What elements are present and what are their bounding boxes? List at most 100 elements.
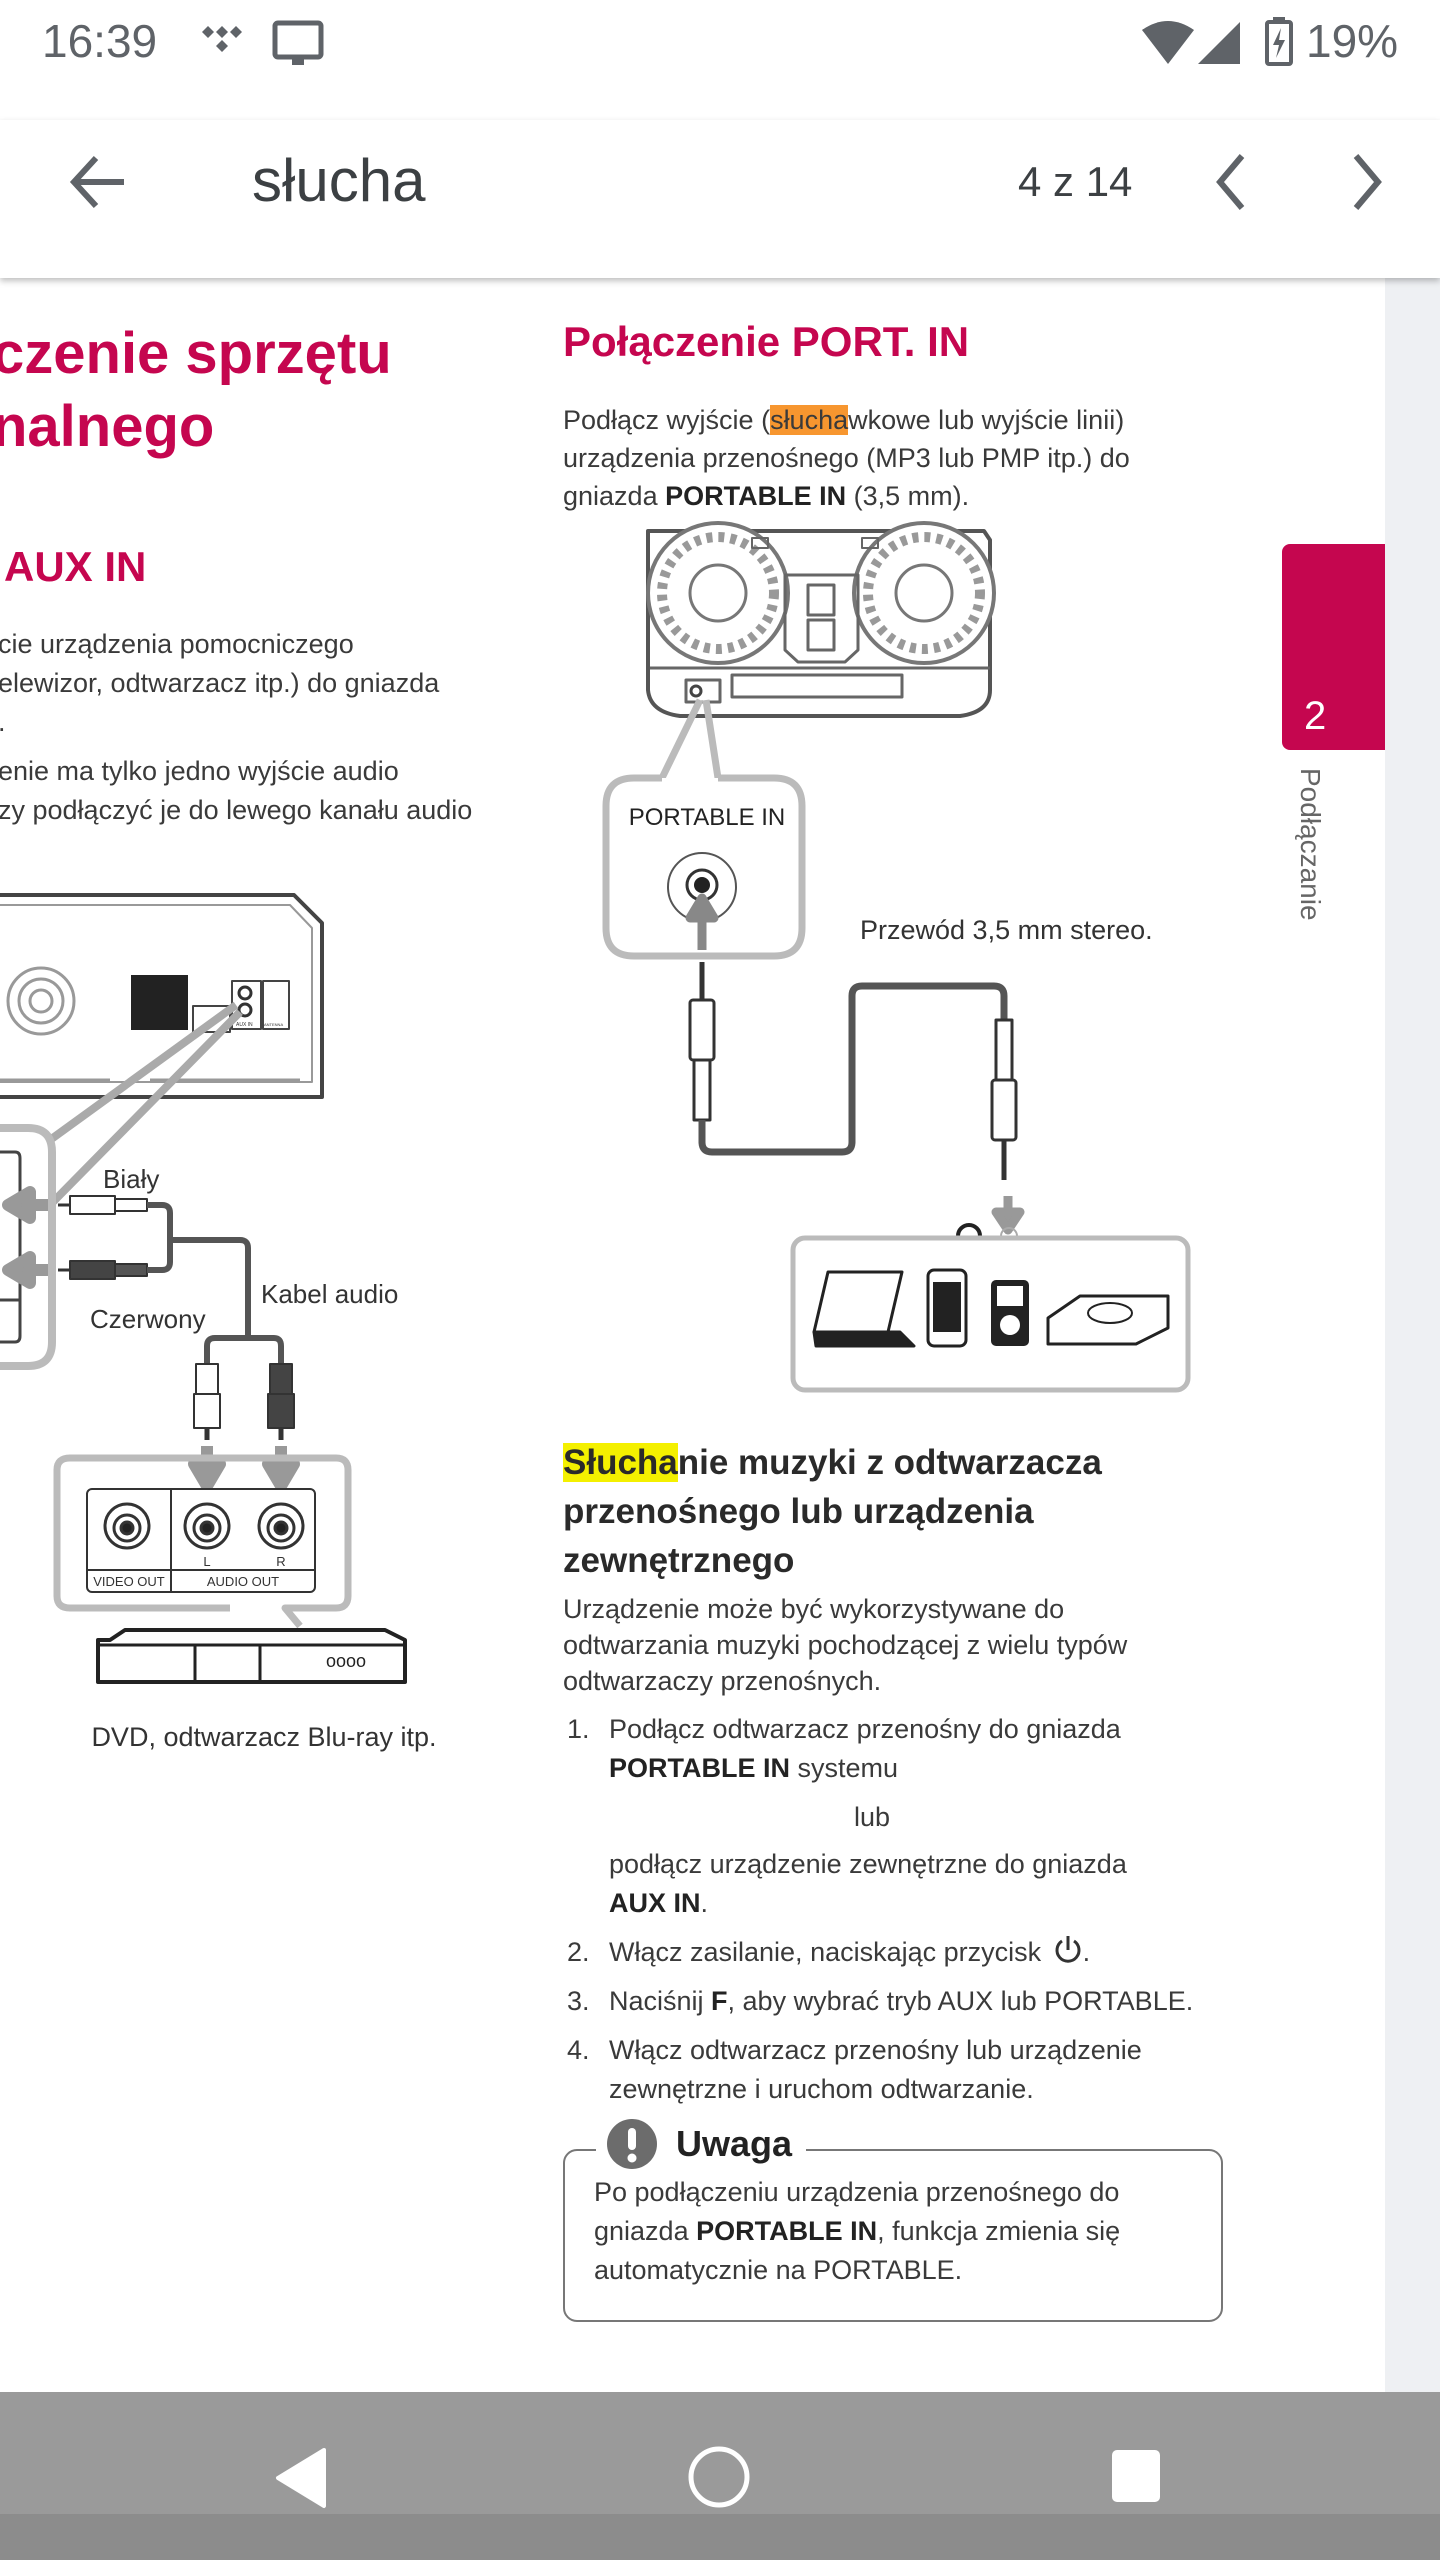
text-line: zewnętrznego (563, 1541, 795, 1580)
aux-callout-box (0, 1124, 56, 1370)
portable-dvd-icon (1046, 1294, 1170, 1346)
nav-recents-icon[interactable] (1108, 2448, 1164, 2504)
chevron-right-icon[interactable] (1346, 152, 1390, 212)
dvd-player-icon (96, 1628, 407, 1684)
left-heading-line2: nalnego (0, 394, 215, 459)
text-line: zy podłączyć je do lewego kanału audio (0, 795, 473, 825)
text: Naciśnij (609, 1986, 712, 2016)
right-paragraph: Podłącz wyjście (słuchawkowe lub wyjście… (563, 401, 1130, 515)
white-label: Biały (103, 1164, 159, 1194)
text: gniazda (594, 2216, 697, 2246)
stereo-cable (698, 982, 1008, 1156)
text-line: odtwarzania muzyki pochodzącej z wielu t… (563, 1630, 1128, 1660)
antenna-label: ANTENNA (264, 1022, 283, 1027)
arrow-down-icon (188, 1446, 226, 1492)
portable-in-diagram: PORTABLE IN Przewód 3,5 mm (602, 521, 1191, 1393)
portable-in-label: PORTABLE IN (629, 804, 786, 831)
left-subheading: AUX IN (4, 543, 147, 590)
arrow-down-icon (262, 1446, 300, 1492)
section-intro: Urządzenie może być wykorzystywane do od… (563, 1591, 1127, 1699)
list-item: 3. Naciśnij F, aby wybrać tryb AUX lub P… (563, 1982, 1223, 2021)
text: (3,5 mm). (846, 481, 970, 511)
match-counter: 4 z 14 (1018, 158, 1133, 205)
chapter-tab: 2 (1282, 544, 1385, 750)
dvd-caption: DVD, odtwarzacz Blu-ray itp. (91, 1722, 436, 1752)
text-line: lub (854, 1802, 891, 1832)
find-in-page-toolbar: słucha 4 z 14 (0, 120, 1440, 278)
jack-plug-icon (994, 1018, 1014, 1082)
text-line: Po podłączeniu urządzenia przenośnego do (594, 2177, 1120, 2207)
dvd-callout-box (53, 1454, 352, 1629)
cast-icon (272, 20, 324, 65)
navbar-lower (0, 2514, 1440, 2560)
red-rca-plug (69, 1260, 116, 1280)
text: wkowe lub wyjście linii) (848, 405, 1125, 435)
jack-plug-icon (688, 998, 716, 1062)
audio-cable (147, 1202, 284, 1364)
video-out-label: VIDEO OUT (93, 1574, 165, 1589)
white-rca-plug (69, 1195, 116, 1215)
bold-text: PORTABLE IN (696, 2216, 878, 2246)
left-channel-label: L (203, 1554, 210, 1569)
list-number: 2. (567, 1937, 590, 1967)
bold-text: AUX IN (609, 1888, 701, 1918)
left-heading-line1: czenie sprzętu (0, 321, 392, 386)
chevron-left-icon[interactable] (1208, 152, 1252, 212)
text-line: podłącz urządzenie zewnętrzne do gniazda (609, 1849, 1127, 1879)
red-label: Czerwony (90, 1304, 206, 1334)
text-line: odtwarzaczy przenośnych. (563, 1666, 882, 1696)
arrow-left-icon (2, 1251, 48, 1289)
text: , aby wybrać tryb AUX lub PORTABLE. (727, 1986, 1194, 2016)
note-box (563, 2149, 1223, 2322)
list-number: 4. (567, 2035, 590, 2065)
text-line: Urządzenie może być wykorzystywane do (563, 1594, 1065, 1624)
aux-in-diagram: AUX IN ANTENNA (0, 893, 437, 1752)
text: . (700, 1888, 709, 1918)
text: . (1082, 1937, 1091, 1967)
arrow-left-icon[interactable] (66, 152, 130, 212)
note-title: Uwaga (676, 2123, 793, 2164)
aux-in-label: AUX IN (236, 1022, 253, 1028)
cable-label: Przewód 3,5 mm stereo. (860, 915, 1153, 945)
text-line: przenośnego lub urządzenia (563, 1492, 1034, 1531)
signal-icon (1198, 22, 1240, 64)
search-match-current: słucha (770, 405, 849, 435)
laptop-icon (812, 1270, 904, 1334)
list-item: 1. Podłącz odtwarzacz przenośny do gniaz… (563, 1710, 1223, 1923)
chapter-number: 2 (1304, 694, 1327, 738)
headphones-icon (956, 1223, 982, 1242)
search-input[interactable]: słucha (252, 147, 426, 214)
battery-percent: 19% (1306, 15, 1399, 67)
text-line: . (0, 703, 472, 742)
pdf-page-view[interactable]: czenie sprzętu nalnego AUX IN cie urządz… (0, 278, 1440, 2392)
text-line: Włącz odtwarzacz przenośny lub urządzeni… (609, 2035, 1142, 2065)
wifi-icon (1142, 21, 1194, 64)
list-item: 4. Włącz odtwarzacz przenośny lub urządz… (563, 2031, 1223, 2109)
nav-back-icon[interactable] (272, 2446, 328, 2510)
white-rca-plug (195, 1363, 219, 1395)
section-title: Słuchanie muzyki z odtwarzacza przenośne… (563, 1438, 1102, 1585)
text-line: Podłącz odtwarzacz przenośny do gniazda (609, 1714, 1121, 1744)
navigation-bar (0, 2392, 1440, 2560)
text-line: urządzenia przenośnego (MP3 lub PMP itp.… (563, 443, 1130, 473)
text-line: zewnętrzne i uruchom odtwarzanie. (609, 2074, 1034, 2104)
text-line: automatycznie na PORTABLE. (594, 2255, 963, 2285)
list-item: 2. Włącz zasilanie, naciskając przycisk … (563, 1933, 1223, 1972)
nav-home-icon[interactable] (686, 2444, 752, 2510)
audio-unit-outline (0, 893, 324, 1099)
dvd-buttons: oooo (326, 1651, 366, 1671)
text: Podłącz wyjście ( (563, 405, 771, 435)
note-header: Uwaga (596, 2118, 807, 2170)
bold-text: PORTABLE IN (609, 1753, 790, 1783)
audio-out-label: AUDIO OUT (207, 1574, 279, 1589)
tidal-icon (202, 26, 242, 52)
portable-in-callout (602, 774, 806, 960)
text: nie muzyki z odtwarzacza (677, 1443, 1102, 1482)
text-line: enie ma tylko jedno wyjście audio (0, 756, 399, 786)
battery-charging-icon (1265, 17, 1293, 66)
status-bar: 16:39 19% (0, 0, 1440, 120)
arrow-up-icon (685, 893, 719, 950)
cable-label: Kabel audio (261, 1279, 398, 1309)
right-channel-label: R (276, 1554, 285, 1569)
right-heading: Połączenie PORT. IN (563, 318, 970, 365)
